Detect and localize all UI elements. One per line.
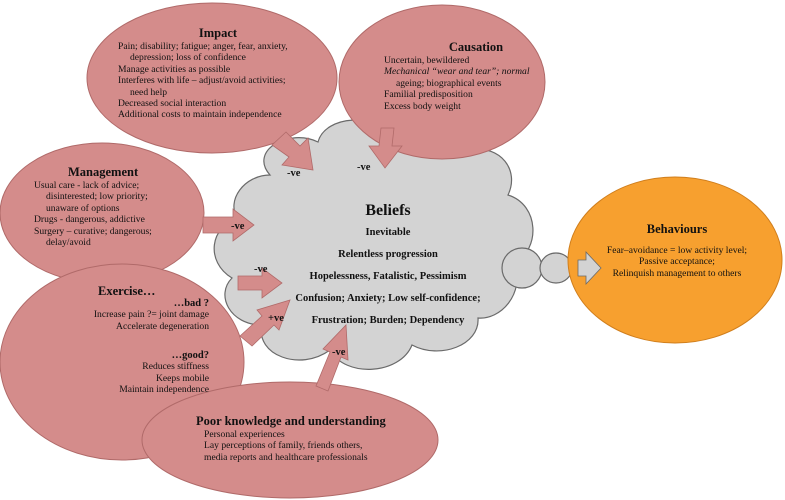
beliefs-line: Frustration; Burden; Dependency [311, 315, 465, 326]
exercise-bad-line: Accelerate degeneration [116, 320, 209, 332]
beliefs-box: Beliefs Inevitable Relentless progressio… [268, 200, 508, 332]
knowledge-line: media reports and healthcare professiona… [204, 451, 368, 463]
impact-line: Decreased social interaction [118, 98, 227, 110]
impact-line: need help [130, 86, 168, 98]
management-box: Management Usual care - lack of advice; … [34, 165, 184, 248]
arrow-causation [368, 127, 403, 169]
exercise-bad-box: …bad ? Increase pain ?= joint damage Acc… [60, 298, 209, 332]
behaviours-ellipse [567, 176, 783, 344]
behaviours-box: Behaviours Fear–avoidance = low activity… [592, 222, 762, 279]
impact-ellipse [86, 2, 338, 154]
impact-line: Manage activities as possible [118, 63, 231, 75]
management-line: delay/avoid [46, 237, 91, 249]
exercise-good-heading: …good? [171, 350, 209, 361]
arrow-label-management: -ve [231, 221, 245, 232]
arrow-label-exercise-good: +ve [268, 313, 284, 324]
arrow-management [202, 208, 255, 242]
beliefs-line: Inevitable [365, 227, 411, 238]
exercise-good-line: Maintain independence [119, 384, 209, 396]
behaviours-line: Fear–avoidance = low activity level; [606, 245, 748, 256]
arrow-exercise-good [239, 299, 291, 347]
exercise-title: Exercise… [98, 284, 156, 298]
knowledge-box: Poor knowledge and understanding Persona… [196, 414, 416, 463]
causation-box: Causation Uncertain, bewildered Mechanic… [384, 40, 544, 112]
causation-line: ageing; biographical events [396, 77, 502, 89]
causation-line: Mechanical “wear and tear”; normal [384, 66, 530, 78]
management-title: Management [68, 165, 139, 179]
beliefs-title: Beliefs [365, 202, 411, 219]
beliefs-line: Relentless progression [338, 249, 438, 260]
management-line: Usual care - lack of advice; [34, 180, 140, 191]
impact-line: Pain; disability; fatigue; anger, fear, … [118, 41, 288, 52]
impact-box: Impact Pain; disability; fatigue; anger,… [118, 26, 318, 121]
exercise-box: Exercise… [60, 284, 210, 299]
knowledge-ellipse [141, 381, 439, 499]
exercise-good-line: Keeps mobile [155, 372, 209, 384]
behaviours-title: Behaviours [646, 222, 708, 236]
causation-line: Excess body weight [384, 100, 461, 112]
impact-line: depression; loss of confidence [130, 52, 246, 64]
causation-title: Causation [448, 40, 504, 54]
knowledge-line: Personal experiences [204, 429, 285, 440]
arrow-impact [271, 131, 314, 171]
exercise-bad-line: Increase pain ?= joint damage [93, 309, 209, 321]
beliefs-line: Hopelessness, Fatalistic, Pessimism [309, 271, 467, 282]
arrow-label-exercise-bad: -ve [254, 264, 268, 275]
exercise-bad-heading: …bad ? [173, 298, 209, 309]
impact-line: Interferes with life – adjust/avoid acti… [118, 75, 286, 87]
causation-ellipse [338, 4, 546, 160]
behaviours-line: Passive acceptance; [639, 256, 715, 268]
knowledge-title: Poor knowledge and understanding [196, 414, 386, 428]
knowledge-line: Lay perceptions of family, friends other… [204, 440, 363, 452]
arrow-knowledge [315, 324, 349, 392]
behaviours-line: Relinquish management to others [612, 267, 742, 279]
arrow-exercise-bad [237, 267, 283, 299]
impact-line: Additional costs to maintain independenc… [118, 109, 282, 121]
arrow-behaviours [577, 250, 602, 286]
beliefs-line: Confusion; Anxiety; Low self-confidence; [295, 293, 481, 304]
management-line: Surgery – curative; dangerous; [34, 225, 152, 237]
management-line: Drugs - dangerous, addictive [34, 214, 145, 226]
causation-line: Familial predisposition [384, 89, 473, 101]
exercise-good-line: Reduces stiffness [142, 361, 209, 373]
exercise-good-box: …good? Reduces stiffness Keeps mobile Ma… [60, 350, 209, 396]
management-line: disinterested; low priority; [46, 191, 148, 203]
arrows [202, 127, 602, 392]
management-line: unaware of options [46, 202, 120, 214]
causation-line: Uncertain, bewildered [384, 55, 470, 66]
arrow-label-impact: -ve [287, 168, 301, 179]
impact-title: Impact [198, 26, 238, 40]
arrow-label-knowledge: -ve [332, 347, 346, 358]
arrow-label-causation: -ve [357, 162, 371, 173]
